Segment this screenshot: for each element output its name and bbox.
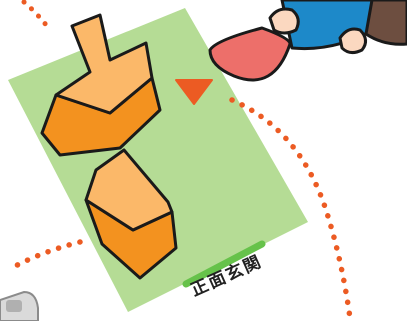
entrance-bar bbox=[182, 240, 266, 288]
robot-icon bbox=[0, 290, 39, 321]
walking-path-top-left bbox=[21, 0, 53, 33]
person-hand-left bbox=[268, 7, 300, 35]
person-hand-right bbox=[338, 27, 367, 55]
person-pushing-cart-icon bbox=[208, 0, 407, 82]
rectangular-building-top bbox=[84, 148, 174, 232]
walking-path-right bbox=[229, 97, 353, 321]
cart-bucket bbox=[208, 26, 292, 82]
direction-arrow-icon bbox=[175, 79, 213, 105]
l-shaped-building-top bbox=[54, 13, 154, 115]
l-shaped-building bbox=[40, 13, 162, 157]
person-skirt bbox=[364, 0, 407, 46]
walking-path-left bbox=[5, 239, 83, 273]
rectangular-building bbox=[84, 148, 178, 280]
robot-eye-panel bbox=[6, 300, 22, 312]
